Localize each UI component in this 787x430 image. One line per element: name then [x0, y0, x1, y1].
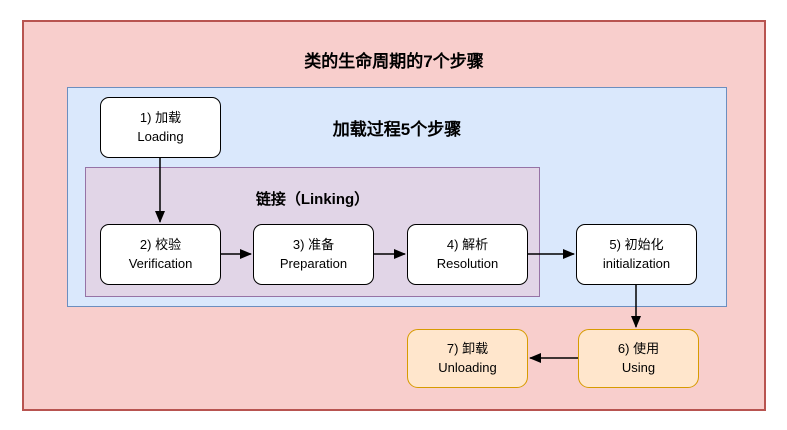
step-label-en: Resolution	[436, 255, 499, 271]
step-label-cn: 4) 解析	[446, 237, 489, 253]
step-label-en: initialization	[602, 255, 671, 271]
step-box-verification: 2) 校验 Verification	[100, 224, 221, 285]
step-box-initialization: 5) 初始化 initialization	[576, 224, 697, 285]
step-label-cn: 5) 初始化	[609, 237, 664, 253]
step-box-using: 6) 使用 Using	[578, 329, 699, 388]
step-label-cn: 2) 校验	[139, 237, 182, 253]
step-label-en: Using	[621, 359, 656, 375]
step-box-preparation: 3) 准备 Preparation	[253, 224, 374, 285]
step-label-cn: 3) 准备	[292, 237, 335, 253]
step-label-cn: 1) 加载	[139, 110, 182, 126]
step-box-unloading: 7) 卸载 Unloading	[407, 329, 528, 388]
loading-process-label: 加载过程5个步骤	[332, 120, 462, 139]
step-label-cn: 7) 卸载	[446, 341, 489, 357]
step-box-loading: 1) 加载 Loading	[100, 97, 221, 158]
linking-label: 链接（Linking）	[255, 191, 370, 208]
diagram-title: 类的生命周期的7个步骤	[304, 52, 484, 71]
step-label-en: Preparation	[279, 255, 348, 271]
step-box-resolution: 4) 解析 Resolution	[407, 224, 528, 285]
step-label-cn: 6) 使用	[617, 341, 660, 357]
step-label-en: Verification	[128, 255, 193, 271]
step-label-en: Unloading	[438, 359, 497, 375]
step-label-en: Loading	[137, 128, 184, 144]
